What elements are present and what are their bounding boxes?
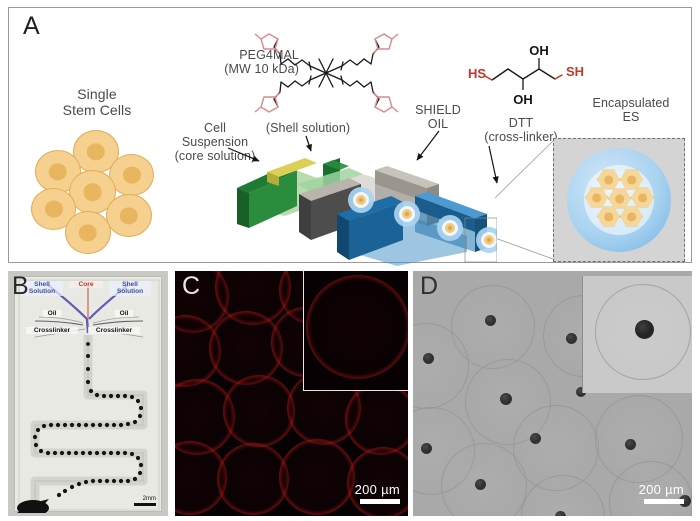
cell-spheroid [475, 479, 486, 490]
panel-c-scale-bar-line [360, 499, 400, 504]
panel-b: Shell Solution Core Shell Solution Oil O… [8, 271, 168, 516]
svg-text:OH: OH [513, 92, 533, 107]
chip-inlet-label-core: Core [69, 281, 103, 289]
cell-spheroid [423, 353, 434, 364]
droplet [348, 187, 374, 213]
panel-c-inset [303, 271, 408, 391]
cell-spheroid [421, 443, 432, 454]
capsule [609, 461, 692, 516]
single-stem-cells-cluster [31, 130, 163, 256]
stem-cell [106, 194, 152, 237]
arrow-shell-solution [305, 135, 312, 152]
panel-a: A Single Stem Cells PEG4MAL (MW 10 kDa) [8, 7, 692, 266]
cell-spheroid [555, 511, 566, 516]
panel-b-scale-bar-line [134, 503, 156, 506]
hydrogel-bead [567, 148, 671, 252]
cell-spheroid [530, 433, 541, 444]
encapsulated-cell [620, 169, 643, 190]
chip-label-oil-left: Oil [43, 310, 61, 318]
chip-inlet-label-shell-right: Shell Solution [109, 281, 151, 296]
microfluidic-device-diagram [237, 158, 497, 266]
chip-channels [17, 279, 160, 513]
label-encapsulated-es: Encapsulated ES [592, 96, 670, 124]
dtt-structure-icon: OH OH HS SH [468, 43, 584, 107]
chip-label-crosslinker-left: Crosslinker [26, 327, 78, 335]
label-shell-solution: (Shell solution) [265, 121, 351, 135]
cell-spheroid [566, 333, 577, 344]
arrow-dtt [488, 145, 499, 184]
panel-c: 200 µm [175, 271, 408, 516]
encapsulated-cell [631, 187, 654, 208]
chip-label-crosslinker-right: Crosslinker [88, 327, 140, 335]
label-cell-suspension: Cell Suspension (core solution) [174, 121, 256, 163]
leader-line-bottom [494, 237, 554, 260]
panel-d-scale-bar: 200 µm [639, 482, 684, 504]
panel-c-inset-capsule [306, 275, 408, 379]
svg-text:OH: OH [529, 43, 549, 58]
encapsulated-cell [608, 188, 631, 209]
capsule [209, 311, 283, 385]
cell-spheroid [500, 393, 512, 405]
panel-d-label: D [420, 272, 439, 300]
stem-cell [65, 211, 111, 254]
panel-d-inset [582, 276, 692, 393]
chip-label-oil-right: Oil [115, 310, 133, 318]
capsule [345, 383, 408, 455]
panel-b-scale-text: 2mm [142, 496, 156, 502]
panel-a-label: A [23, 12, 40, 40]
svg-text:SH: SH [566, 64, 584, 79]
encapsulated-cell [597, 169, 620, 190]
arrow-shield-oil [416, 130, 440, 161]
panel-b-label: B [12, 272, 29, 300]
peg4mal-structure-icon [254, 33, 399, 113]
panel-d-scale-text: 200 µm [638, 482, 684, 497]
capsule [347, 447, 408, 516]
panel-c-label: C [182, 272, 201, 300]
encapsulated-cell [620, 206, 643, 227]
panel-d-scale-bar-line [644, 499, 684, 504]
droplet [437, 215, 463, 241]
arrow-cell-suspension [227, 147, 260, 162]
annotation-arrows [227, 130, 554, 260]
microfluidic-chip-photo: Shell Solution Core Shell Solution Oil O… [14, 276, 162, 513]
svg-text:HS: HS [468, 66, 486, 81]
panel-c-scale-bar: 200 µm [355, 482, 400, 504]
panel-b-scale-bar: 2mm [134, 496, 156, 506]
label-peg4mal: PEG4MAL (MW 10 kDa) [224, 48, 299, 76]
encapsulated-es-inset [553, 138, 685, 262]
panel-d: 200 µm [413, 271, 692, 516]
cell-spheroid [679, 495, 691, 507]
stem-cell [109, 154, 154, 196]
label-single-stem-cells: Single Stem Cells [62, 86, 132, 118]
panel-d-inset-spheroid [635, 320, 654, 339]
capsule [223, 375, 295, 447]
encapsulated-cell [585, 187, 608, 208]
oil-channel-blue [337, 192, 487, 266]
droplet [394, 201, 420, 227]
bead-core [584, 165, 654, 235]
chip-inlet-label-shell-left: Shell Solution [21, 281, 63, 296]
label-shield-oil: SHIELD OIL [415, 103, 461, 131]
label-dtt: DTT (cross-linker) [484, 116, 558, 144]
capsule [217, 443, 289, 515]
stem-cell [69, 170, 116, 214]
droplet [476, 227, 497, 253]
panel-c-scale-text: 200 µm [354, 482, 400, 497]
droplet-group [348, 187, 497, 253]
cell-spheroid [576, 387, 586, 397]
leader-line-top [494, 140, 554, 199]
cell-spheroid [485, 315, 496, 326]
capsule [279, 439, 355, 515]
encapsulated-cell [597, 206, 620, 227]
cell-spheroid [625, 439, 636, 450]
